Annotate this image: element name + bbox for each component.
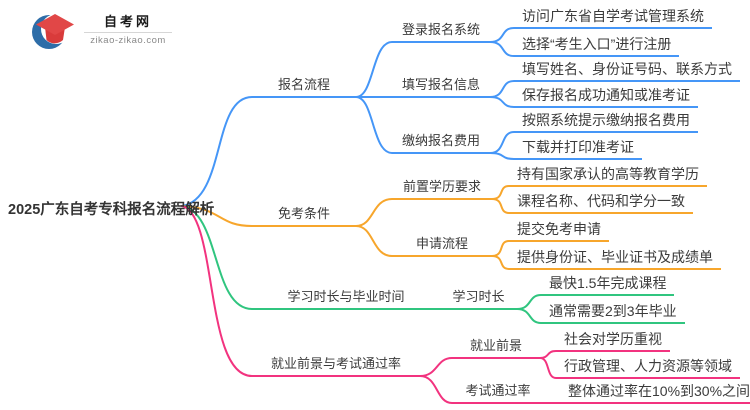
branch-study-duration: 学习时长与毕业时间 <box>252 288 440 310</box>
logo-title: 自考网 <box>103 14 152 29</box>
branch-exemption-conditions: 免考条件 <box>252 205 356 227</box>
logo: 自考网 zikao-zikao.com <box>28 8 174 52</box>
node-pay-fee: 缴纳报名费用 <box>392 132 490 154</box>
leaf-course-match: 课程名称、代码和学分一致 <box>509 192 693 214</box>
connector-payfee-prompt <box>489 131 515 154</box>
connector-apply-submit <box>491 240 510 257</box>
leaf-select-entry: 选择“考生入口”进行注册 <box>514 35 680 57</box>
leaf-print-ticket: 下载并打印准考证 <box>514 138 642 160</box>
connector-registration-login <box>355 41 393 98</box>
connector-login-visit <box>489 27 515 43</box>
logo-text-block: 自考网 zikao-zikao.com <box>82 14 174 46</box>
leaf-submit-exemption: 提交免考申请 <box>509 220 609 242</box>
connector-fillinfo-name <box>489 80 515 98</box>
leaf-fastest-completion: 最快1.5年完成课程 <box>541 274 675 296</box>
leaf-society-values-degree: 社会对学历重视 <box>556 330 670 352</box>
connector-registration-payfee <box>355 96 393 154</box>
connector-duration-fastest <box>516 294 542 310</box>
connector-login-entry <box>489 41 515 57</box>
node-exam-pass-rate: 考试通过率 <box>452 382 544 404</box>
connector-root-exemption <box>181 205 253 227</box>
node-prior-education: 前置学历要求 <box>392 178 492 200</box>
node-fill-info: 填写报名信息 <box>392 76 490 98</box>
node-application-flow: 申请流程 <box>392 235 492 257</box>
connector-prior-degree <box>491 185 510 200</box>
connector-exemption-apply <box>355 225 393 257</box>
leaf-usual-graduation: 通常需要2到3年毕业 <box>541 302 685 324</box>
connector-payfee-print <box>489 152 515 160</box>
node-study-duration: 学习时长 <box>440 288 517 310</box>
leaf-recognized-degree: 持有国家承认的高等教育学历 <box>509 165 707 187</box>
connector-outlook-society <box>539 350 557 359</box>
root-node: 2025广东自考专科报名流程解析 <box>8 202 215 218</box>
branch-employment-passrate: 就业前景与考试通过率 <box>252 355 420 377</box>
leaf-save-notice: 保存报名成功通知或准考证 <box>514 86 698 108</box>
graduation-cap-icon <box>32 14 74 49</box>
connector-employment-outlook <box>419 357 453 377</box>
leaf-visit-system: 访问广东省自学考试管理系统 <box>514 7 712 29</box>
node-employment-outlook: 就业前景 <box>452 337 540 359</box>
connector-fillinfo-save <box>489 96 515 108</box>
connector-exemption-prior <box>355 198 393 227</box>
connector-prior-course <box>491 198 510 214</box>
branch-registration-process: 报名流程 <box>252 76 356 98</box>
leaf-provide-documents: 提供身份证、毕业证书及成绩单 <box>509 248 721 270</box>
connector-root-employment <box>181 205 253 377</box>
leaf-fill-name-id: 填写姓名、身份证号码、联系方式 <box>514 60 740 82</box>
leaf-admin-hr-fields: 行政管理、人力资源等领域 <box>556 357 740 379</box>
connector-employment-passrate <box>419 375 453 404</box>
connector-root-registration <box>181 96 253 207</box>
connector-apply-documents <box>491 255 510 270</box>
connector-outlook-fields <box>539 357 557 379</box>
connector-root-duration <box>181 205 253 310</box>
node-login-system: 登录报名系统 <box>392 21 490 43</box>
logo-divider <box>84 32 172 33</box>
logo-domain: zikao-zikao.com <box>90 35 166 46</box>
leaf-pay-prompt: 按照系统提示缴纳报名费用 <box>514 111 698 133</box>
leaf-overall-pass-rate: 整体通过率在10%到30%之间 <box>560 382 750 404</box>
connector-duration-usually <box>516 308 542 324</box>
